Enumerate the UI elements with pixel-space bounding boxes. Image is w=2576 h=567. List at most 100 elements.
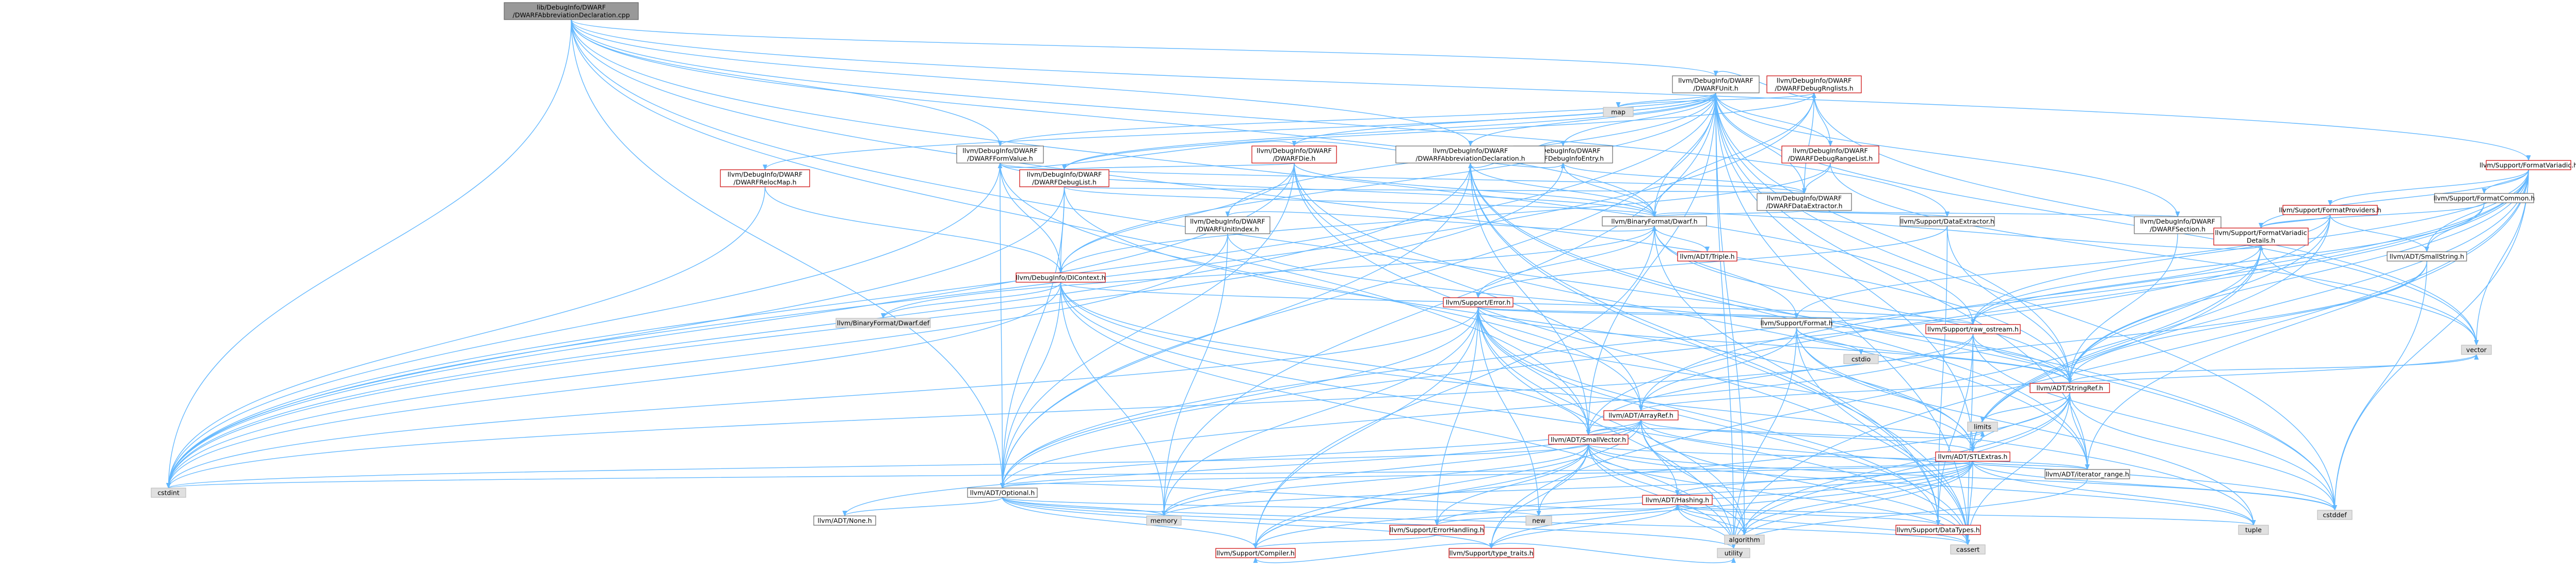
node-compiler[interactable]: llvm/Support/Compiler.h bbox=[1215, 548, 1296, 558]
edge-stlextras-to-optional bbox=[1000, 461, 1973, 489]
node-label-compiler-0: llvm/Support/Compiler.h bbox=[1216, 549, 1294, 557]
node-errorhandling[interactable]: llvm/Support/ErrorHandling.h bbox=[1389, 525, 1485, 535]
node-rangelist[interactable]: llvm/DebugInfo/DWARF/DWARFDebugRangeList… bbox=[1781, 145, 1879, 164]
edge-dwarf-to-dwarfdef bbox=[881, 225, 1655, 319]
edge-root-to-rawostream bbox=[571, 19, 1975, 326]
node-label-new-0: new bbox=[1532, 517, 1545, 525]
edge-formatproviders-to-smallstring bbox=[2329, 214, 2429, 253]
edge-root-to-cstdint bbox=[166, 19, 572, 489]
node-smallstring[interactable]: llvm/ADT/SmallString.h bbox=[2387, 251, 2467, 262]
node-abbrevdecl[interactable]: llvm/DebugInfo/DWARF/DWARFAbbreviationDe… bbox=[1395, 145, 1545, 164]
edge-error-to-stlextras bbox=[1477, 306, 1975, 453]
node-smallvector[interactable]: llvm/ADT/SmallVector.h bbox=[1548, 434, 1629, 445]
edge-dwarf-to-datatypes bbox=[1654, 225, 1941, 526]
node-box-map bbox=[1603, 107, 1634, 117]
node-formatcommon[interactable]: llvm/Support/FormatCommon.h bbox=[2434, 193, 2535, 203]
node-formvalue[interactable]: llvm/DebugInfo/DWARF/DWARFFormValue.h bbox=[956, 145, 1044, 164]
edge-dataextractor-to-stringref bbox=[1946, 225, 2072, 384]
node-label-abbrevdecl-0: llvm/DebugInfo/DWARF bbox=[1433, 147, 1508, 155]
edge-hashing-to-algorithm bbox=[1677, 504, 1747, 536]
node-label-none-0: llvm/ADT/None.h bbox=[817, 517, 872, 525]
node-datatypes[interactable]: llvm/Support/DataTypes.h bbox=[1895, 525, 1981, 535]
node-box-typetraits bbox=[1448, 548, 1534, 558]
node-format[interactable]: llvm/Support/Format.h bbox=[1760, 318, 1833, 328]
node-label-rnglists-1: /DWARFDebugRnglists.h bbox=[1775, 85, 1853, 92]
node-die[interactable]: llvm/DebugInfo/DWARF/DWARFDie.h bbox=[1251, 145, 1337, 164]
node-label-unitindex-1: /DWARFUnitIndex.h bbox=[1196, 225, 1259, 233]
edge-stlextras-to-iteratorrange bbox=[1972, 461, 2090, 471]
node-box-datatypes bbox=[1895, 525, 1981, 535]
node-dataextractor_dw[interactable]: llvm/DebugInfo/DWARF/DWARFDataExtractor.… bbox=[1757, 193, 1852, 211]
node-triple[interactable]: llvm/ADT/Triple.h bbox=[1677, 251, 1737, 262]
node-label-dataextractor_dw-1: /DWARFDataExtractor.h bbox=[1766, 202, 1842, 210]
node-dwarf[interactable]: llvm/BinaryFormat/Dwarf.h bbox=[1602, 216, 1707, 226]
node-hashing[interactable]: llvm/ADT/Hashing.h bbox=[1642, 495, 1713, 505]
edge-stlextras-to-cstddef bbox=[1972, 461, 2337, 511]
node-box-errorhandling bbox=[1389, 525, 1485, 535]
node-unit[interactable]: llvm/DebugInfo/DWARF/DWARFUnit.h bbox=[1672, 75, 1760, 93]
edge-formatvariadic-to-iteratorrange bbox=[2085, 169, 2529, 471]
node-typetraits[interactable]: llvm/Support/type_traits.h bbox=[1448, 548, 1534, 558]
node-label-map-0: map bbox=[1611, 108, 1625, 116]
node-formatproviders[interactable]: llvm/Support/FormatProviders.h bbox=[2279, 205, 2381, 215]
node-box-cstdint bbox=[151, 488, 186, 498]
node-formatvariadic[interactable]: llvm/Support/FormatVariadic.h bbox=[2480, 160, 2576, 170]
node-cstdio: cstdio bbox=[1843, 354, 1879, 364]
edge-dicontext-to-dwarfdef bbox=[881, 282, 1061, 319]
node-label-arrayref-0: llvm/ADT/ArrayRef.h bbox=[1608, 412, 1673, 419]
edge-formatvariadicdetails-to-typetraits bbox=[1489, 245, 2262, 549]
node-label-rnglists-0: llvm/DebugInfo/DWARF bbox=[1777, 77, 1852, 85]
edge-error-to-compiler bbox=[1253, 306, 1479, 549]
edge-arrayref-to-stlextras bbox=[1640, 419, 1975, 453]
node-root[interactable]: lib/DebugInfo/DWARF/DWARFAbbreviationDec… bbox=[504, 2, 639, 20]
node-debuglist[interactable]: llvm/DebugInfo/DWARF/DWARFDebugList.h bbox=[1019, 169, 1109, 187]
edge-dwarf-to-format bbox=[1654, 225, 1799, 319]
edge-formatcommon-to-rawostream bbox=[1971, 202, 2485, 326]
edge-unit-to-cstddef bbox=[1715, 92, 2337, 511]
node-optional[interactable]: llvm/ADT/Optional.h bbox=[967, 488, 1038, 498]
node-none[interactable]: llvm/ADT/None.h bbox=[813, 515, 876, 526]
node-stringref[interactable]: llvm/ADT/StringRef.h bbox=[2030, 383, 2110, 393]
node-label-section-0: llvm/DebugInfo/DWARF bbox=[2140, 218, 2215, 225]
node-rawostream[interactable]: llvm/Support/raw_ostream.h bbox=[1925, 324, 2021, 334]
node-label-rangelist-1: /DWARFDebugRangeList.h bbox=[1788, 155, 1873, 163]
node-box-stlextras bbox=[1935, 451, 2010, 462]
edge-optional-to-compiler bbox=[1002, 497, 1258, 549]
edge-dwarf-to-error bbox=[1476, 225, 1655, 299]
node-dataextractor[interactable]: llvm/Support/DataExtractor.h bbox=[1899, 216, 1995, 226]
node-dicontext[interactable]: llvm/DebugInfo/DIContext.h bbox=[1016, 272, 1106, 283]
node-label-formvalue-0: llvm/DebugInfo/DWARF bbox=[962, 147, 1037, 155]
edge-unitindex-to-cstdint bbox=[166, 233, 1228, 489]
node-limits: limits bbox=[1967, 422, 1998, 432]
node-iteratorrange[interactable]: llvm/ADT/iterator_range.h bbox=[2044, 469, 2130, 479]
edge-die-to-formvalue bbox=[997, 141, 1295, 169]
node-error[interactable]: llvm/Support/Error.h bbox=[1443, 297, 1514, 307]
edge-arrayref-to-cassert bbox=[1640, 419, 1970, 546]
node-arrayref[interactable]: llvm/ADT/ArrayRef.h bbox=[1603, 410, 1679, 420]
node-rnglists[interactable]: llvm/DebugInfo/DWARF/DWARFDebugRnglists.… bbox=[1766, 75, 1862, 93]
edge-rnglists-to-rangelist bbox=[1813, 92, 1833, 147]
edge-formvalue-to-dataextractor_dw bbox=[1000, 163, 1807, 195]
edge-smallvector-to-errorhandling bbox=[1435, 444, 1589, 526]
node-unitindex[interactable]: llvm/DebugInfo/DWARF/DWARFUnitIndex.h bbox=[1185, 216, 1270, 234]
edge-stringref-to-iteratorrange bbox=[2069, 392, 2090, 471]
node-label-cstdio-0: cstdio bbox=[1852, 355, 1871, 363]
edge-stringref-to-algorithm bbox=[1742, 392, 2070, 536]
edge-formatvariadic-to-stlextras bbox=[1970, 169, 2529, 453]
node-box-triple bbox=[1677, 251, 1737, 262]
node-label-smallstring-0: llvm/ADT/SmallString.h bbox=[2390, 253, 2465, 261]
edge-smallstring-to-smallvector bbox=[1586, 261, 2427, 436]
edge-smallstring-to-stringref bbox=[2067, 261, 2427, 384]
node-section[interactable]: llvm/DebugInfo/DWARF/DWARFSection.h bbox=[2134, 216, 2221, 234]
edge-rawostream-to-cstdint bbox=[166, 333, 1974, 489]
edge-die-to-iteratorrange bbox=[1294, 163, 2090, 471]
node-box-section bbox=[2134, 216, 2221, 234]
node-relocmap[interactable]: llvm/DebugInfo/DWARF/DWARFRelocMap.h bbox=[720, 169, 810, 187]
edge-formvalue-to-optional bbox=[1000, 163, 1005, 489]
edge-smallvector-to-cstdint bbox=[166, 444, 1589, 489]
node-label-dataextractor_dw-0: llvm/DebugInfo/DWARF bbox=[1767, 195, 1842, 202]
node-stlextras[interactable]: llvm/ADT/STLExtras.h bbox=[1935, 451, 2010, 462]
node-label-limits-0: limits bbox=[1974, 423, 1991, 431]
node-box-tuple bbox=[2238, 525, 2269, 535]
